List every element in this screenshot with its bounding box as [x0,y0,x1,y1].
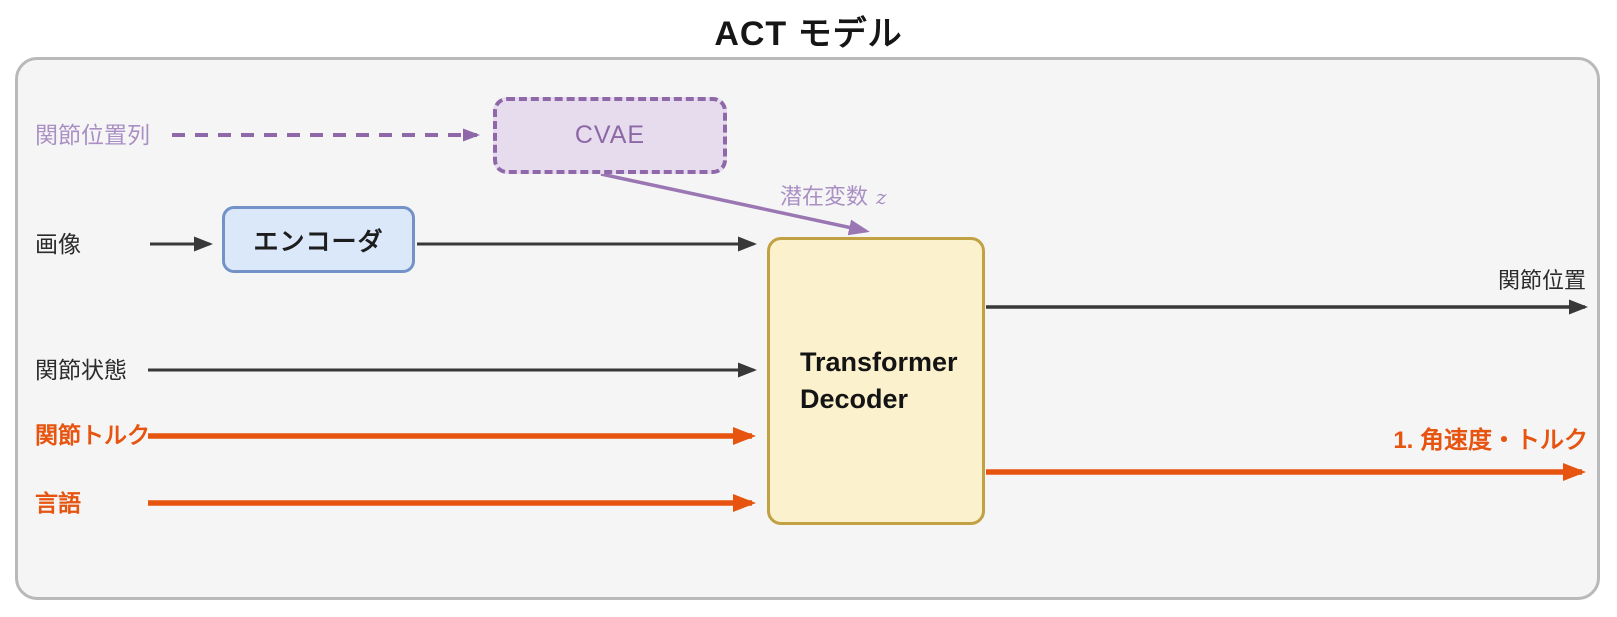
output-label-joint-position: 関節位置 [1497,268,1586,293]
encoder-node: エンコーダ [222,206,415,273]
input-label-joint-torque: 関節トルク [35,422,150,448]
input-label-language: 言語 [35,490,81,516]
latent-variable-symbol: z [876,185,887,209]
edge-label-latent-variable: 潜在変数 z [780,184,887,209]
latent-variable-text: 潜在変数 [780,184,869,209]
input-label-joint-position-seq: 関節位置列 [35,122,150,148]
transformer-decoder-node: Transformer Decoder [767,237,985,525]
cvae-label: CVAE [574,121,646,149]
encoder-label: エンコーダ [253,227,384,256]
decoder-label-line2: Decoder [800,384,909,414]
input-label-image: 画像 [35,231,81,257]
decoder-label-line1: Transformer [800,347,958,377]
input-label-joint-state: 関節状態 [35,357,127,383]
cvae-node: CVAE [493,97,727,174]
output-label-velocity-torque: 1. 角速度・トルク [1393,427,1588,454]
diagram-title: ACT モデル [714,15,903,53]
